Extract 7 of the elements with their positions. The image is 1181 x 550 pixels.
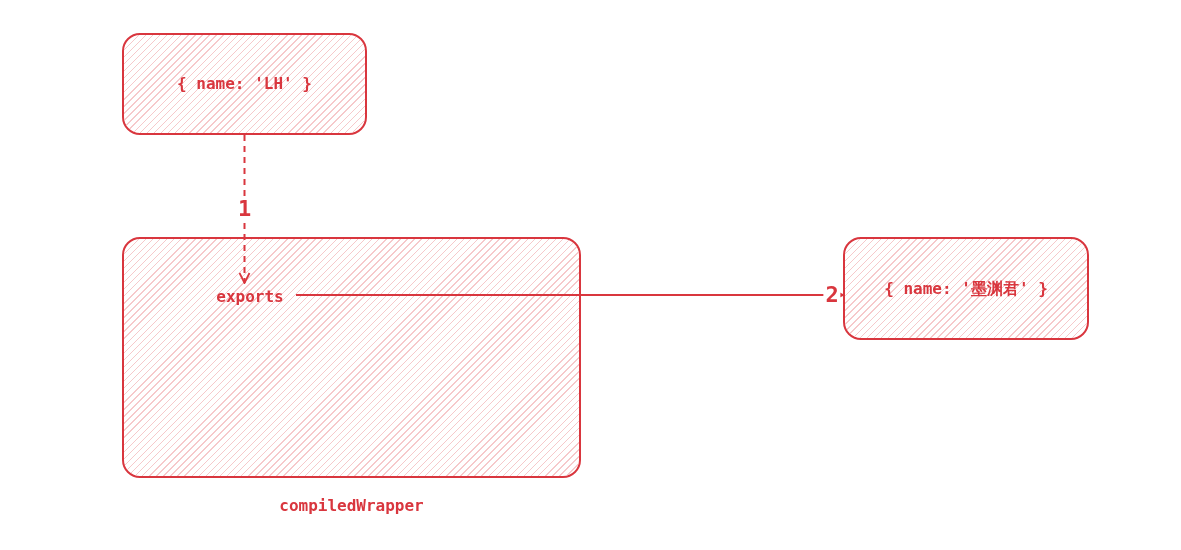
object-box	[843, 237, 1089, 340]
object-literal-text: { name: 'LH' }	[177, 73, 312, 95]
arrow	[238, 134, 251, 284]
object-literal-text: { name: '墨渊君' }	[884, 277, 1048, 300]
object-box	[122, 33, 367, 135]
code-label: exports	[202, 285, 298, 309]
container-heading: compiledWrapper	[279, 495, 424, 517]
